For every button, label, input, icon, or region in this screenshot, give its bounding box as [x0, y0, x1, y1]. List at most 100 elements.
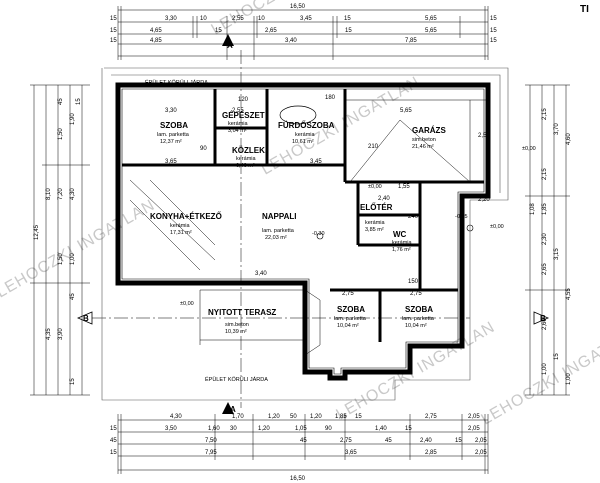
section-a-marker-top: A [222, 34, 234, 50]
dim-bot-r2-i: 15 [405, 426, 412, 432]
dim-bot-r2-c: 1,60 [208, 426, 220, 432]
dim-top-r1-c: 10 [200, 16, 207, 22]
dim-top-r3-a: 15 [110, 38, 117, 44]
dim-right-6: 1,08 [530, 203, 536, 215]
dim-left-3: 1,50 [58, 128, 64, 140]
dim-bot-r2-f: 1,05 [295, 426, 307, 432]
dim-bot-r3-e: 45 [385, 438, 392, 444]
level-marker-icon [316, 232, 324, 240]
dim-top-r1-d: 2,55 [232, 16, 244, 22]
inner-dim-2: 3,65 [165, 159, 177, 165]
dim-top-r3-d: 7,85 [405, 38, 417, 44]
level-pm0-right: ±0,00 [490, 224, 504, 230]
room-szoba-1: SZOBA lam. parketta 12,37 m² [157, 121, 190, 145]
dim-bot-r1-c: 1,20 [268, 414, 280, 420]
dim-bot-r2-h: 1,40 [375, 426, 387, 432]
bottom-dimension-chains [117, 414, 489, 474]
room-eloter-name: ELŐTÉR [360, 203, 393, 212]
dim-bot-r4-e: 2,05 [475, 450, 487, 456]
dim-bot-r3-a: 45 [110, 438, 117, 444]
section-b-marker-left: B [76, 311, 470, 325]
level-pm0-hall: ±0,00 [368, 184, 382, 190]
right-dimension-chains [525, 84, 570, 396]
dim-right-9: 3,15 [554, 248, 560, 260]
dim-top-r1-f: 3,45 [300, 16, 312, 22]
room-kozlek: KÖZLEK. kerámia 6,46 m² [232, 146, 267, 169]
section-b-right-label: B [540, 314, 546, 323]
dim-bot-r1-h: 2,75 [425, 414, 437, 420]
room-szoba-2-name: SZOBA [337, 305, 365, 314]
level-minus15: -0,15 [455, 214, 468, 220]
room-garazs-name: GARÁZS [412, 126, 446, 135]
room-furdo-name: FÜRDŐSZOBA [278, 121, 335, 130]
room-gepeszet-floor: kerámia [228, 121, 249, 127]
dim-left-11: 4,35 [46, 328, 52, 340]
dim-top-r1-i: 15 [490, 16, 497, 22]
top-dimension-chains [117, 6, 489, 60]
dim-right-2: 3,70 [554, 123, 560, 135]
room-eloter: ELŐTÉR kerámia 3,85 m² [360, 203, 393, 233]
room-garazs-floor: sim.beton [412, 137, 436, 143]
walkway-outline [101, 67, 509, 401]
bottom-dimension-texts: 4,30 1,70 1,20 50 1,20 1,85 15 2,75 2,05… [110, 414, 487, 482]
room-garazs: GARÁZS sim.beton 21,46 m² [412, 126, 446, 150]
interior-walls [122, 89, 484, 342]
inner-dim-1: 3,30 [165, 108, 177, 114]
room-furdo-floor: kerámia [295, 132, 316, 138]
room-eloter-area: 3,85 m² [365, 227, 384, 233]
inner-dim-17: 150 [408, 279, 419, 285]
dim-right-11: 2,60 [542, 318, 548, 330]
room-terasz: NYITOTT TERASZ sim.beton 10,39 m² [208, 308, 276, 335]
dim-left-10: 1,00 [70, 253, 76, 265]
watermark-2: LEHOCZKI INGATLAN [0, 197, 158, 302]
inner-dim-13: 90 [200, 146, 207, 152]
room-labels: SZOBA lam. parketta 12,37 m² GÉPÉSZET ke… [150, 111, 446, 335]
inner-dim-8: 2,75 [342, 291, 354, 297]
dim-left-1: 45 [58, 98, 64, 105]
room-szoba-1-floor: lam. parketta [157, 132, 190, 138]
top-dimension-texts: 16,50 15 3,30 10 2,55 10 3,45 15 5,65 15… [110, 4, 497, 44]
dim-top-r1-b: 3,30 [165, 16, 177, 22]
room-nappali-floor: lam. parketta [262, 228, 295, 234]
room-terasz-area: 10,39 m² [225, 329, 247, 335]
label-jarda-top: ÉPÜLET KÖRÜLI JÁRDA [145, 79, 208, 86]
dim-bot-r3-h: 2,05 [475, 438, 487, 444]
inner-dim-11: 2,40 [378, 196, 390, 202]
room-wc-area: 1,76 m² [392, 247, 411, 253]
building-walls [115, 82, 491, 381]
dim-bot-r4-c: 3,65 [345, 450, 357, 456]
inner-dim-6: 2,58 [478, 133, 490, 139]
dim-top-r2-f: 5,65 [425, 28, 437, 34]
bathtub [279, 105, 317, 125]
room-wc-name: WC [393, 230, 407, 239]
level-pm0-terrace: ±0,00 [180, 301, 194, 307]
terrace-lines [199, 289, 321, 356]
room-terasz-name: NYITOTT TERASZ [208, 308, 276, 317]
dim-top-r2-e: 15 [345, 28, 352, 34]
dim-bot-r1-b: 1,70 [232, 414, 244, 420]
dim-top-r1-a: 15 [110, 16, 117, 22]
room-konyha: KONYHA+ÉTKEZŐ kerámia 17,31 m² [150, 212, 222, 236]
inner-dim-12: 1,55 [398, 184, 410, 190]
corner-title: TI [580, 4, 589, 15]
dim-bot-r4-a: 15 [110, 450, 117, 456]
inner-dim-15: 210 [368, 144, 379, 150]
room-konyha-area: 17,31 m² [170, 230, 192, 236]
inner-dim-9: 2,75 [410, 291, 422, 297]
room-konyha-name: KONYHA+ÉTKEZŐ [150, 212, 222, 221]
dim-right-10: 4,55 [566, 288, 572, 300]
dim-top-total: 16,50 [290, 4, 306, 10]
section-a-bottom-label: A [230, 405, 236, 414]
dim-right-4: 2,15 [542, 168, 548, 180]
dim-right-14: 1,00 [566, 373, 572, 385]
level-marker-icon-2 [466, 224, 474, 232]
dim-bot-r1-e: 1,20 [310, 414, 322, 420]
dim-left-5: 8,10 [46, 188, 52, 200]
inner-dim-4: 3,45 [310, 159, 322, 165]
dim-bot-r4-d: 2,85 [425, 450, 437, 456]
room-konyha-floor: kerámia [170, 223, 191, 229]
left-dimension-chains [30, 84, 90, 396]
room-nappali-area: 22,03 m² [265, 235, 287, 241]
